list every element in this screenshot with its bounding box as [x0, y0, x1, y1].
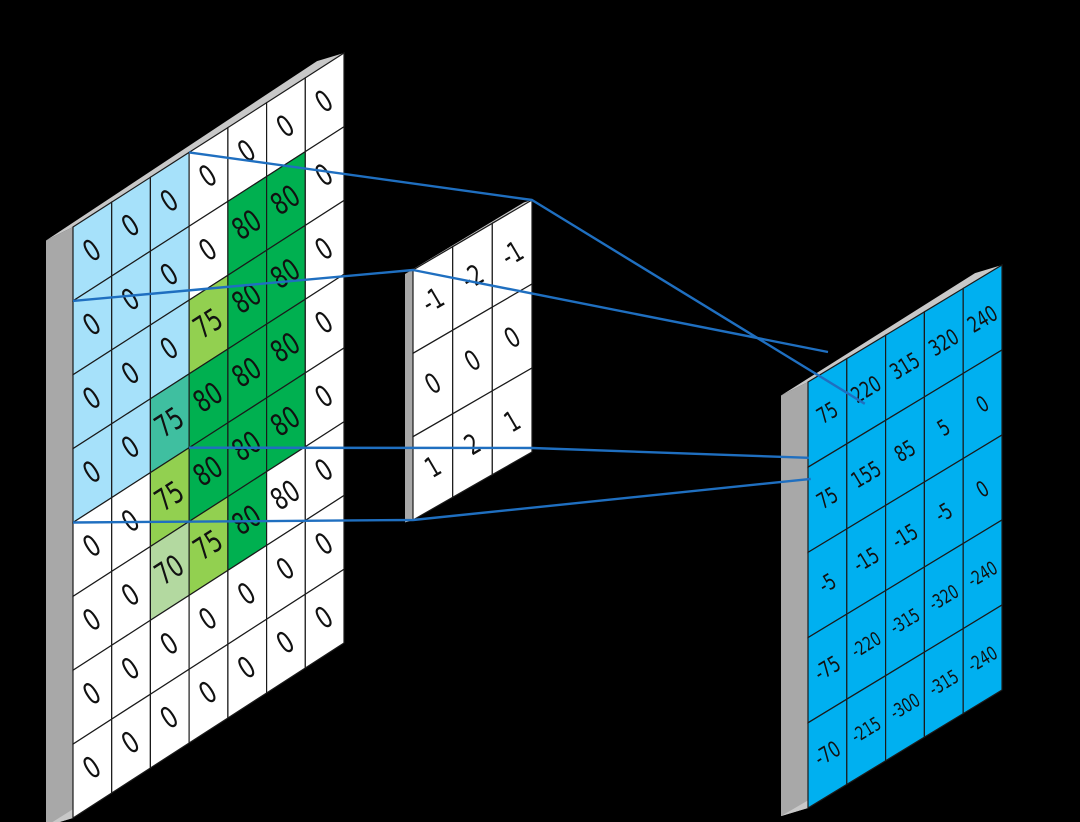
connector-line: [189, 446, 809, 459]
connector-line: [72, 477, 811, 524]
connector-lines: [72, 151, 866, 524]
connector-line: [72, 268, 829, 354]
input-cell: [304, 568, 345, 670]
input-top-edge: [46, 53, 344, 241]
output-side-edge: [781, 382, 808, 817]
output-cell: [962, 603, 1003, 715]
input-side-edge: [46, 227, 73, 822]
connector-line: [188, 151, 866, 405]
kernel-side-edge: [405, 270, 413, 523]
output-matrix-panel: 75220315320240751558550-5-15-15-50-75-22…: [781, 263, 1003, 817]
